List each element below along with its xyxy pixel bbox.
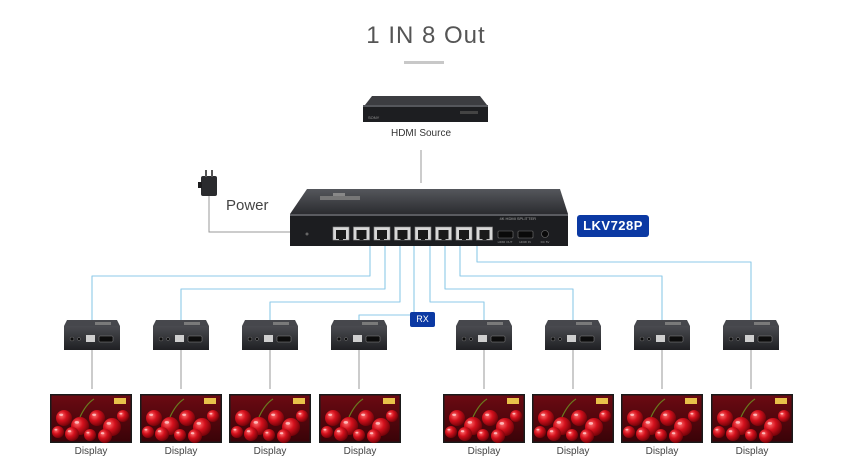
display-label: Display bbox=[556, 446, 590, 457]
cat-cable-4 bbox=[358, 246, 415, 320]
rj45-port bbox=[373, 226, 391, 241]
display-label: Display bbox=[645, 446, 679, 457]
power-label: Power bbox=[226, 197, 269, 214]
cat-cable-8 bbox=[476, 246, 752, 320]
cherry-display-icon bbox=[532, 394, 614, 443]
page-title: 1 IN 8 Out bbox=[366, 22, 486, 49]
cat-cable-3 bbox=[269, 246, 401, 320]
svg-text:4K HDMI SPLITTER: 4K HDMI SPLITTER bbox=[500, 216, 537, 221]
display-label: Display bbox=[467, 446, 501, 457]
cherry-display-icon bbox=[443, 394, 525, 443]
hdmi-receiver-icon bbox=[64, 320, 120, 350]
hdmi-receiver-icon bbox=[634, 320, 690, 350]
hdmi-splitter-icon: 4K HDMI SPLITTER HDMI OUT HDMI IN DC 5V bbox=[290, 189, 568, 246]
svg-text:HDMI IN: HDMI IN bbox=[519, 240, 531, 244]
model-badge: LKV728P bbox=[577, 215, 649, 237]
cat-cable-1 bbox=[91, 246, 371, 320]
rj45-port bbox=[476, 226, 493, 241]
rx-badge: RX bbox=[410, 312, 435, 327]
cherry-display-icon bbox=[140, 394, 222, 443]
rj45-port bbox=[353, 226, 370, 241]
receiver-display-units bbox=[50, 320, 793, 443]
rj45-port bbox=[435, 226, 452, 241]
power-adapter-icon bbox=[198, 170, 217, 196]
cat-cable-7 bbox=[459, 246, 663, 320]
display-label: Display bbox=[735, 446, 769, 457]
hdmi-receiver-icon bbox=[153, 320, 209, 350]
power-cable bbox=[208, 196, 302, 233]
svg-text:DC 5V: DC 5V bbox=[541, 240, 550, 244]
cat-cable-5 bbox=[429, 246, 485, 320]
svg-text:HDMI OUT: HDMI OUT bbox=[498, 240, 513, 244]
blu-ray-player-icon: SONY bbox=[363, 96, 488, 122]
cherry-display-icon bbox=[229, 394, 311, 443]
network-cables bbox=[91, 246, 752, 320]
cherry-display-icon bbox=[621, 394, 703, 443]
display-label: Display bbox=[343, 446, 377, 457]
hdmi-source-label: HDMI Source bbox=[390, 128, 451, 139]
cherry-display-icon bbox=[711, 394, 793, 443]
display-label: Display bbox=[164, 446, 198, 457]
hdmi-receiver-icon bbox=[331, 320, 387, 350]
rj45-port bbox=[394, 226, 411, 241]
hdmi-receiver-icon bbox=[456, 320, 512, 350]
cherry-display-icon bbox=[50, 394, 132, 443]
hdmi-receiver-icon bbox=[545, 320, 601, 350]
hdmi-receiver-icon bbox=[723, 320, 779, 350]
display-label: Display bbox=[253, 446, 287, 457]
hdmi-receiver-icon bbox=[242, 320, 298, 350]
rj45-port bbox=[414, 226, 432, 241]
rj45-port bbox=[332, 226, 350, 241]
display-label: Display bbox=[74, 446, 108, 457]
cat-cable-6 bbox=[444, 246, 574, 320]
title-underline bbox=[404, 61, 444, 64]
rj45-port bbox=[455, 226, 473, 241]
cherry-display-icon bbox=[319, 394, 401, 443]
svg-text:SONY: SONY bbox=[368, 115, 380, 120]
cat-cable-2 bbox=[180, 246, 386, 320]
